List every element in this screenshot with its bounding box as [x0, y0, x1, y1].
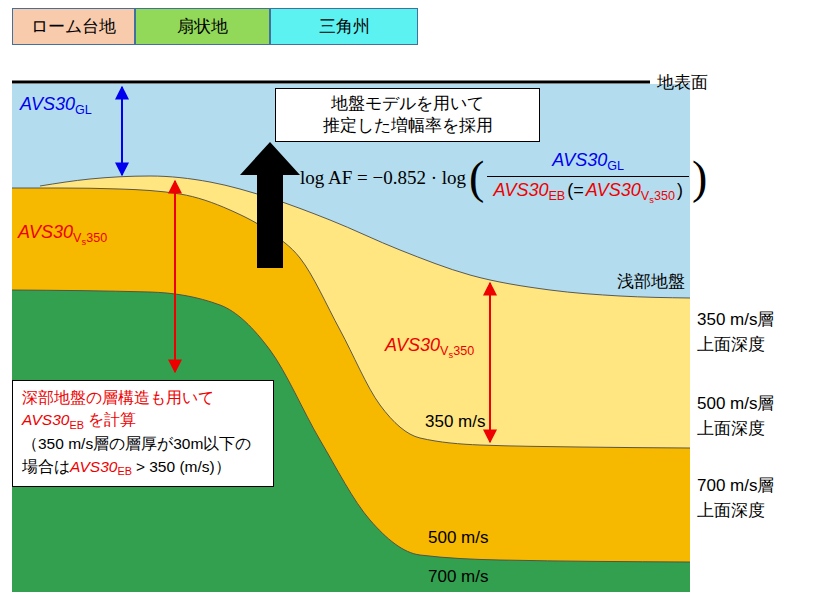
- callout-text: AVS30: [22, 411, 69, 428]
- text-line: 深部地盤の層構造も用いて: [22, 387, 264, 409]
- fraction-denominator-text: AVS30: [493, 180, 548, 200]
- depth-label: 350 m/s層 上面深度: [697, 308, 817, 357]
- velocity-label-text: 700 m/s: [428, 567, 488, 586]
- layer-name-text: 浅部地盤: [617, 272, 685, 291]
- fraction-denominator-text: s: [649, 195, 654, 205]
- upward-arrow: [240, 142, 300, 268]
- fraction-denominator-text: ): [677, 180, 683, 200]
- fraction-denominator-text: EB: [548, 189, 565, 203]
- depth-arrow: [174, 181, 176, 372]
- fraction-numerator: AVS30GL: [546, 150, 630, 176]
- formula-paren-text: ): [692, 152, 707, 203]
- layer-name: 浅部地盤: [617, 270, 685, 293]
- avs30-label-text: 350: [86, 231, 107, 245]
- surface-label-text: 地表面: [657, 73, 708, 92]
- formula-text: log AF = −0.852 · log: [300, 167, 466, 189]
- avs30-label-text: AVS30: [20, 94, 75, 114]
- callout-box: 深部地盤の層構造も用いてAVS30EBを計算（350 m/s層の層厚が30m以下…: [12, 380, 274, 487]
- formula-paren-text: (: [469, 152, 484, 203]
- formula-fraction: AVS30GLAVS30EB(=AVS30Vs350): [487, 150, 689, 205]
- avs30-label-text: V: [73, 231, 81, 245]
- formula-paren: ): [692, 155, 707, 201]
- ground-layers: [12, 176, 690, 592]
- depth-label: 700 m/s層 上面深度: [697, 474, 817, 523]
- fraction-denominator-text: 350: [654, 189, 675, 203]
- layer-boundary: [12, 290, 690, 562]
- shallow-ground-layer: [12, 84, 690, 592]
- avs30-label-text: V: [440, 344, 448, 358]
- velocity-label: 700 m/s: [428, 567, 488, 587]
- terrain-box: ローム台地: [12, 8, 135, 45]
- velocity-label-text: 500 m/s: [428, 528, 488, 547]
- callout-text: 深部地盤の層構造も用いて: [22, 389, 214, 406]
- depth-label-text: 700 m/s層 上面深度: [697, 476, 774, 520]
- fraction-denominator: AVS30EB(=AVS30Vs350): [487, 176, 689, 205]
- fraction-numerator-text: GL: [607, 159, 624, 173]
- avs30-label-text: 350: [453, 344, 474, 358]
- depth-label-text: 500 m/s層 上面深度: [697, 394, 774, 438]
- formula-text-text: log AF = −0.852 · log: [300, 167, 466, 188]
- depth-label-text: 350 m/s層 上面深度: [697, 310, 774, 354]
- fraction-denominator-text: (=: [567, 180, 584, 200]
- terrain-box: 扇状地: [135, 8, 270, 45]
- text-line: AVS30EB を計算: [22, 409, 264, 433]
- callout-text: 地盤モデルを用いて 推定した増幅率を採用: [323, 94, 493, 135]
- avs30-label-text: s: [448, 350, 453, 360]
- callout-text: AVS30: [70, 458, 117, 475]
- avs30-label-text: AVS30: [18, 222, 73, 242]
- vs500-layer: [12, 188, 690, 592]
- velocity-label-text: 350 m/s: [425, 412, 485, 431]
- fraction-denominator-text: V: [641, 189, 649, 203]
- terrain-label: ローム台地: [31, 15, 116, 38]
- formula-paren: (: [469, 155, 484, 201]
- callout-text: 場合は: [22, 458, 70, 475]
- ground-surface-line: [12, 81, 650, 84]
- depth-label: 500 m/s層 上面深度: [697, 392, 817, 441]
- callout-text: を計算: [88, 411, 136, 428]
- formula: log AF = −0.852 · log(AVS30GLAVS30EB(=AV…: [300, 150, 707, 205]
- vs700-layer: [12, 290, 690, 592]
- layer-boundary: [40, 176, 690, 298]
- callout-box: 地盤モデルを用いて 推定した増幅率を採用: [275, 88, 540, 142]
- depth-arrow: [121, 87, 123, 175]
- avs30-label: AVS30GL: [20, 94, 92, 117]
- depth-arrow: [489, 283, 491, 442]
- surface-label: 地表面: [657, 71, 708, 94]
- fraction-numerator-text: AVS30: [552, 150, 607, 170]
- callout-text: > 350 (m/s)）: [136, 458, 231, 475]
- terrain-label: 三角州: [319, 15, 370, 38]
- velocity-label: 350 m/s: [425, 412, 485, 432]
- avs30-label: AVS30Vs350: [18, 222, 107, 247]
- terrain-box: 三角州: [270, 8, 418, 45]
- avs30-label-text: AVS30: [385, 335, 440, 355]
- callout-text: EB: [69, 419, 83, 431]
- fraction-denominator-text: AVS30: [586, 180, 641, 200]
- text-line: 場合はAVS30EB > 350 (m/s)）: [22, 456, 264, 480]
- text-line: （350 m/s層の層厚が30m以下の: [22, 433, 264, 455]
- callout-text: EB: [117, 465, 131, 477]
- velocity-label: 500 m/s: [428, 528, 488, 548]
- avs30-label-text: s: [81, 237, 86, 247]
- terrain-label: 扇状地: [177, 15, 228, 38]
- callout-text: （350 m/s層の層厚が30m以下の: [22, 435, 251, 452]
- avs30-label: AVS30Vs350: [385, 335, 474, 360]
- avs30-label-text: GL: [75, 103, 92, 117]
